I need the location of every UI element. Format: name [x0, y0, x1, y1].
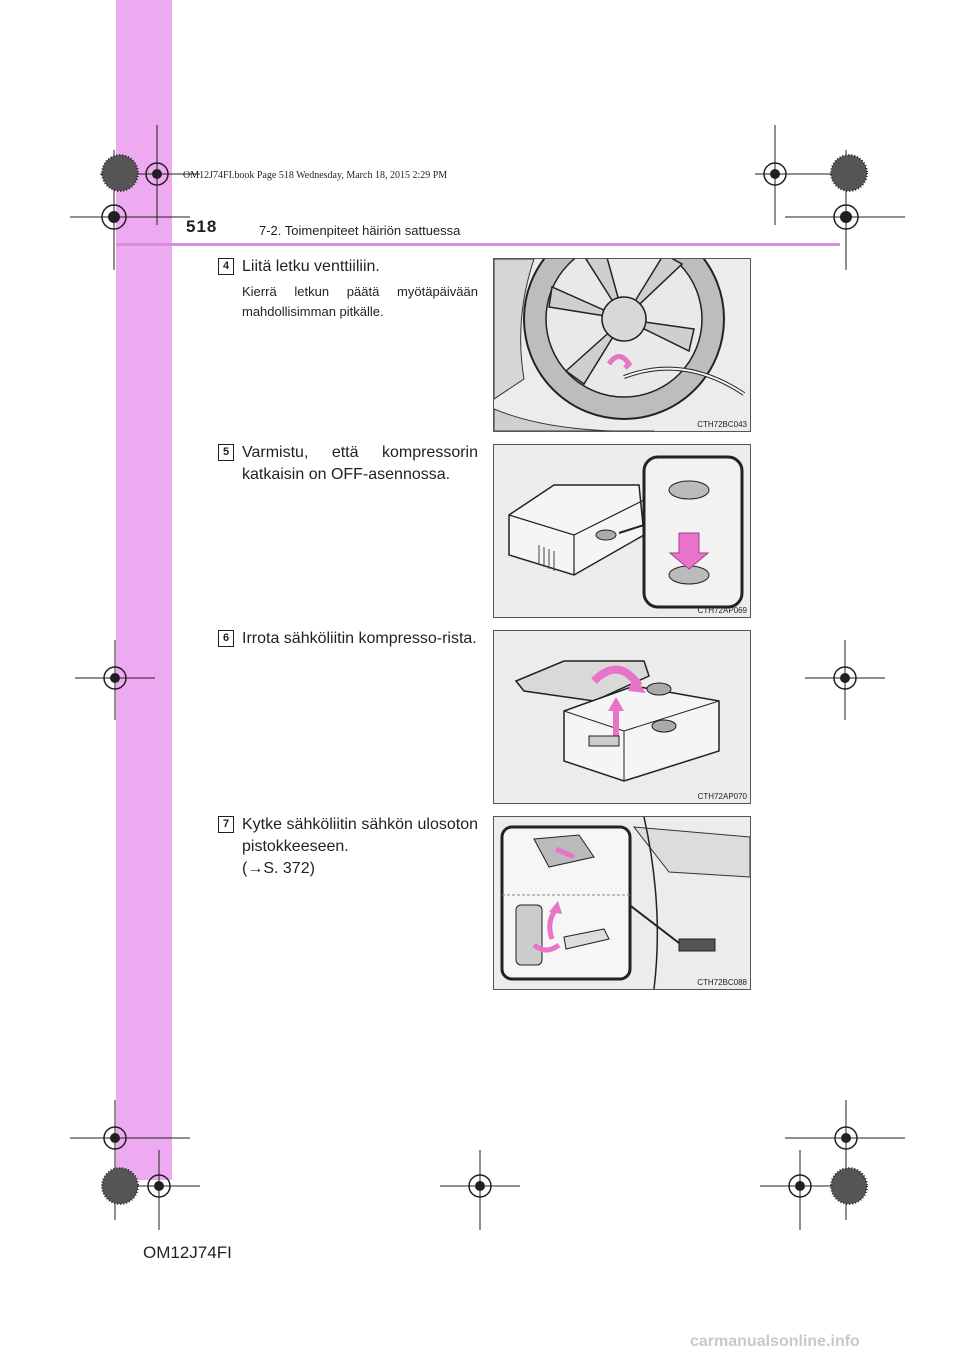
print-info: OM12J74FI.book Page 518 Wednesday, March…	[183, 170, 448, 181]
section-title: 7-2. Toimenpiteet häiriön sattuessa	[259, 223, 461, 238]
step-title: Irrota sähköliitin kompresso-rista.	[242, 630, 477, 647]
step-7: 7 Kytke sähköliitin sähkön ulosoton pist…	[218, 816, 480, 986]
registration-mark-icon	[120, 1150, 200, 1230]
step-title: Kytke sähköliitin sähkön ulosoton pistok…	[242, 816, 478, 855]
registration-mark-icon	[440, 1150, 520, 1230]
side-tab	[116, 0, 172, 1180]
watermark: carmanualsonline.info	[690, 1333, 860, 1350]
registration-mark-icon	[75, 640, 155, 720]
page-reference: (→S. 372)	[242, 860, 315, 877]
step-4: 4 Liitä letku venttiiliin. Kierrä letkun…	[218, 258, 480, 428]
step-number: 6	[218, 630, 234, 647]
figure-code: CTH72BC088	[697, 978, 747, 987]
step-note: Kierrä letkun päätä myötäpäivään mahdoll…	[242, 284, 478, 319]
registration-mark-icon	[805, 640, 885, 720]
step-5: 5 Varmistu, että kompressorin katkaisin …	[218, 444, 480, 614]
step-number: 7	[218, 816, 234, 833]
registration-mark-icon	[760, 1150, 840, 1230]
footer-code: OM12J74FI	[143, 1243, 232, 1262]
tire-valve-hose-illustration: CTH72BC043	[493, 258, 751, 432]
figure-code: CTH72BC043	[697, 420, 747, 429]
compressor-lid-plug-illustration: CTH72AP070	[493, 630, 751, 804]
power-outlet-plug-illustration: CTH72BC088	[493, 816, 751, 990]
step-6: 6 Irrota sähköliitin kompresso-rista.	[218, 630, 480, 800]
step-title: Liitä letku venttiiliin.	[242, 258, 380, 275]
sunburst-mark-icon	[101, 154, 139, 192]
figure-code: CTH72AP070	[697, 792, 747, 801]
sunburst-mark-icon	[830, 1167, 868, 1205]
step-title: Varmistu, että kompressorin katkaisin on…	[242, 444, 478, 483]
step-number: 4	[218, 258, 234, 275]
compressor-switch-illustration: CTH72AP069	[493, 444, 751, 618]
page-number: 518	[186, 217, 218, 236]
registration-mark-icon	[785, 150, 905, 270]
step-number: 5	[218, 444, 234, 461]
sunburst-mark-icon	[101, 1167, 139, 1205]
figure-code: CTH72AP069	[697, 606, 747, 615]
sunburst-mark-icon	[830, 154, 868, 192]
header-rule	[116, 243, 840, 246]
